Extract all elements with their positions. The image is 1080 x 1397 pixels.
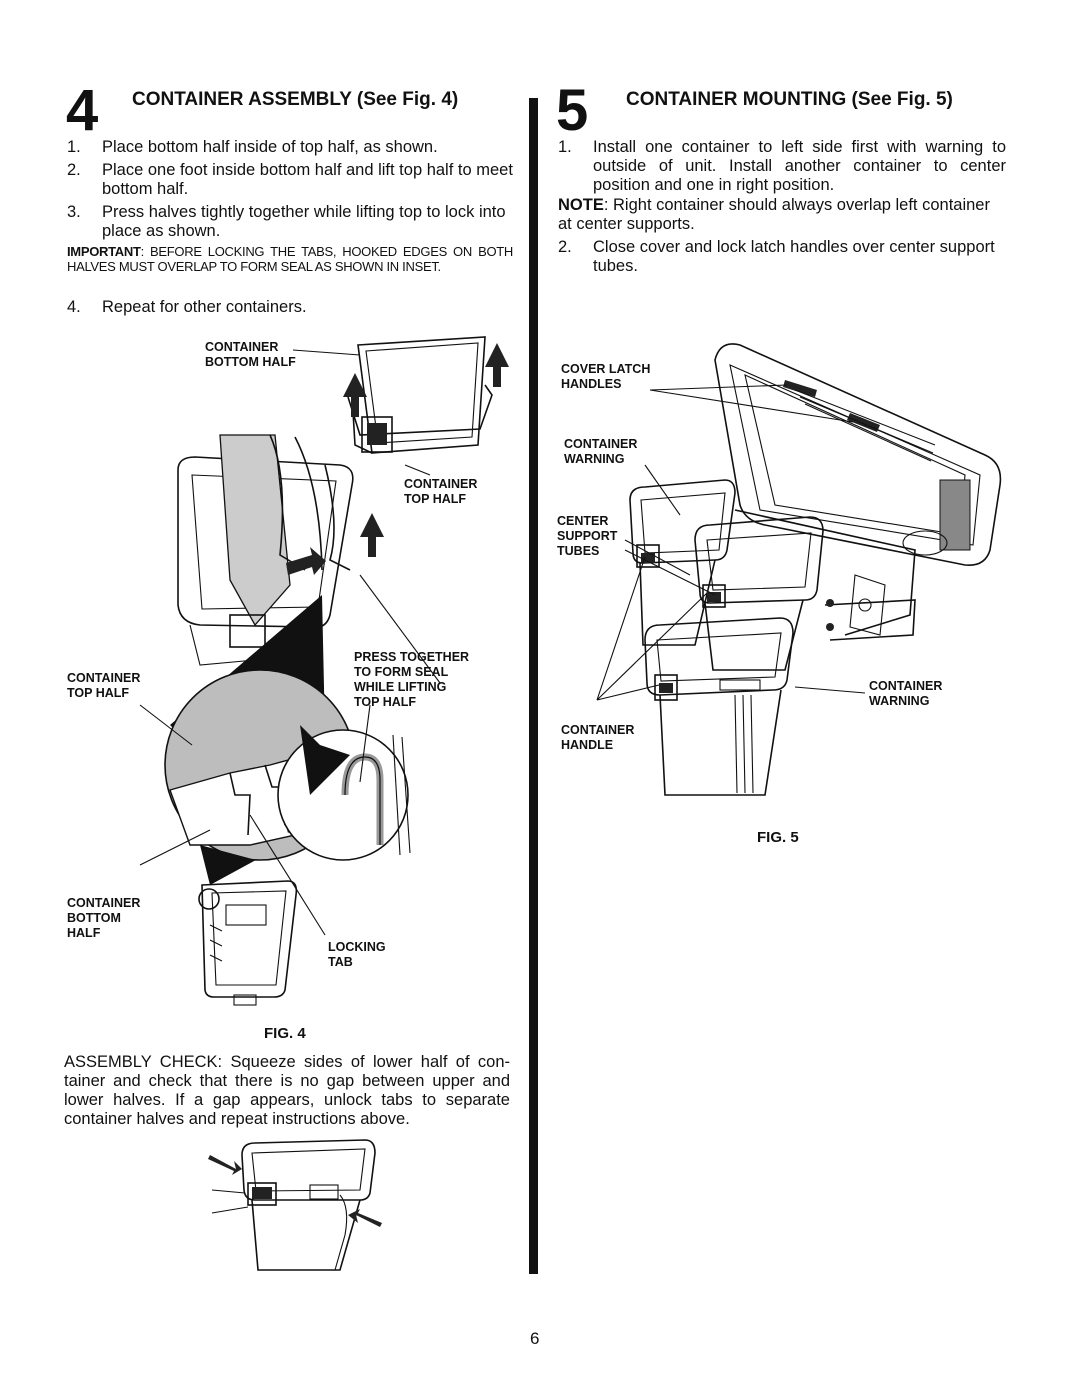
label-container-warning-top: CONTAINER WARNING	[564, 437, 638, 466]
mounting-step-2: 2.Close cover and lock latch handles ove…	[558, 238, 1006, 280]
seal-inset-drawing	[164, 669, 411, 861]
fig5-illustration	[596, 343, 1002, 796]
section-heading-container-mounting: CONTAINER MOUNTING (See Fig. 5)	[626, 89, 953, 110]
label-center-support-tubes: CENTER SUPPORT TUBES	[557, 514, 618, 558]
section-heading-container-assembly: CONTAINER ASSEMBLY (See Fig. 4)	[132, 89, 459, 110]
label-container-warning-right: CONTAINER WARNING	[869, 679, 943, 708]
mounting-note: NOTE: Right container should always over…	[558, 196, 990, 233]
container-right-drawing	[644, 617, 794, 796]
label-container-top-half-left: CONTAINER TOP HALF	[67, 671, 141, 700]
label-container-bottom-half: CONTAINER BOTTOM HALF	[205, 340, 296, 369]
page-number: 6	[530, 1329, 540, 1348]
mounting-steps: 1.Install one container to left side fir…	[558, 138, 1006, 199]
leader-line	[404, 464, 431, 476]
list-item: 4.Repeat for other containers.	[67, 298, 307, 316]
fig5-caption: FIG. 5	[757, 829, 799, 846]
label-container-handle: CONTAINER HANDLE	[561, 723, 635, 752]
list-item: 1.Place bottom half inside of top half, …	[67, 138, 438, 156]
label-container-bottom-half-left: CONTAINER BOTTOM HALF	[67, 896, 141, 940]
assembly-step-4: 4.Repeat for other containers.	[67, 298, 513, 321]
bagger-frame-drawing	[734, 509, 916, 641]
container-top-half-drawing	[177, 434, 354, 666]
label-press-together: PRESS TOGETHER TO FORM SEAL WHILE LIFTIN…	[354, 650, 470, 709]
label-locking-tab: LOCKING TAB	[328, 940, 386, 969]
label-cover-latch-handles: COVER LATCH HANDLES	[561, 362, 651, 391]
container-bottom-half-drawing	[347, 336, 493, 454]
container-left-drawing	[629, 479, 736, 646]
list-item: 2.Close cover and lock latch handles ove…	[558, 238, 995, 275]
list-item: 1.Install one container to left side fir…	[558, 138, 1006, 194]
container-bottom-half-lower-drawing	[198, 880, 298, 1006]
column-divider	[529, 98, 538, 1274]
step-number-5: 5	[556, 78, 589, 143]
list-item: 2.Place one foot inside bottom half and …	[67, 161, 513, 198]
assembly-check: ASSEMBLY CHECK: Squeeze sides of lower h…	[64, 1053, 510, 1128]
container-center-drawing	[694, 516, 824, 671]
fig4-caption: FIG. 4	[264, 1025, 306, 1042]
label-container-top-half-right: CONTAINER TOP HALF	[404, 477, 478, 506]
important-note: IMPORTANT: BEFORE LOCKING THE TABS, HOOK…	[67, 244, 513, 274]
step-number-4: 4	[66, 78, 99, 143]
assembly-check-illustration	[208, 1139, 382, 1271]
list-item: 3.Press halves tightly together while li…	[67, 203, 506, 240]
lift-arrow-icons	[343, 343, 509, 557]
assembly-steps: 1.Place bottom half inside of top half, …	[67, 138, 513, 245]
fig4-illustration	[139, 336, 509, 1006]
bagger-cover-drawing	[714, 343, 1002, 567]
